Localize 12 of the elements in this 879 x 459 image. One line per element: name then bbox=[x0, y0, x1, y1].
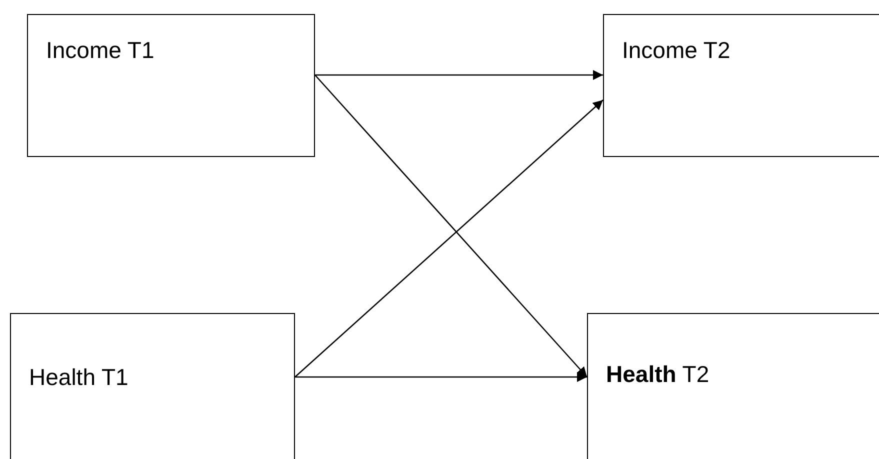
variable-box bbox=[603, 14, 879, 157]
variable-box bbox=[27, 14, 315, 157]
variable-label: Income T2 bbox=[622, 37, 730, 64]
arrow bbox=[315, 70, 603, 80]
variable-box bbox=[10, 313, 295, 459]
variable-box bbox=[587, 313, 879, 459]
variable-label: Health T1 bbox=[29, 364, 128, 391]
variable-label: Health T2 bbox=[606, 361, 710, 388]
variable-label: Income T1 bbox=[46, 37, 154, 64]
arrow bbox=[314, 74, 588, 378]
arrow bbox=[295, 372, 587, 382]
arrow bbox=[294, 100, 604, 378]
